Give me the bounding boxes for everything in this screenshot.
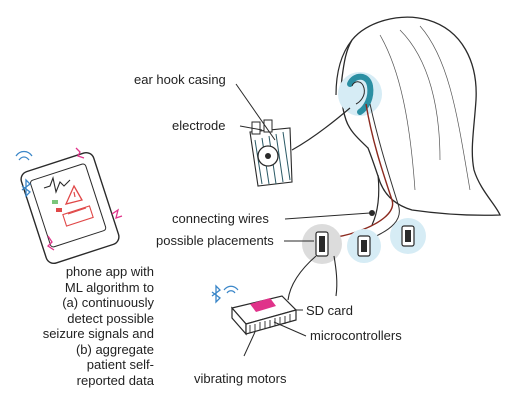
caption-line: (a) continuously <box>62 295 154 310</box>
wifi-icon <box>15 150 33 161</box>
wire-junction-dot <box>369 210 375 216</box>
vibration-squiggle <box>46 235 55 251</box>
caption-line: patient self- <box>86 357 154 372</box>
electrode-label: electrode <box>172 118 226 133</box>
phone-chart-bar <box>56 208 62 212</box>
sd-card-icon <box>250 298 276 312</box>
hair-strand <box>379 34 416 191</box>
ear-hook-icon <box>347 73 374 115</box>
hair-strand <box>419 25 471 191</box>
device-wire <box>287 255 317 301</box>
bluetooth-icon <box>211 284 221 304</box>
device-wire <box>333 255 338 297</box>
electrode-wire <box>291 107 351 151</box>
caption-line: (b) aggregate <box>75 341 154 357</box>
possible-placements-label: possible placements <box>156 233 274 248</box>
caption-line: ML algorithm to <box>64 279 154 295</box>
bluetooth-icon <box>21 178 31 198</box>
face-profile <box>335 39 353 96</box>
ear-outline <box>351 81 365 105</box>
phone <box>20 151 120 265</box>
device-box-front <box>245 309 297 335</box>
phone-chart-bar <box>52 200 58 204</box>
phone-form-box <box>62 205 94 227</box>
device-hatch <box>249 314 291 333</box>
hair-strand <box>399 29 441 161</box>
vibration-squiggle <box>75 147 85 159</box>
head-outline <box>340 16 501 216</box>
caption-line: detect possible <box>67 310 154 326</box>
caption-line: seizure signals and <box>42 326 154 341</box>
connecting-wires-label: connecting wires <box>172 211 269 226</box>
caption-line: reported data <box>76 372 154 388</box>
alert-icon <box>64 184 83 205</box>
caption-line: phone app with <box>65 264 154 279</box>
electrode-patch <box>249 127 293 187</box>
leader-lines <box>235 83 371 357</box>
electrode-center <box>265 153 271 159</box>
placement-module-fill <box>319 230 411 252</box>
vibrating-motors-label: vibrating motors <box>194 371 287 386</box>
vibration-squiggle <box>111 208 123 219</box>
signal-trace <box>43 176 71 194</box>
wifi-icon <box>223 285 239 294</box>
sd-card-label: SD card <box>306 303 353 318</box>
microcontrollers-label: microcontrollers <box>310 328 402 343</box>
neck-outline <box>371 174 380 226</box>
phone-app-caption: phone app with ML algorithm to (a) conti… <box>18 264 154 388</box>
connecting-wire <box>369 103 400 239</box>
ear-hook-casing-label: ear hook casing <box>134 72 226 87</box>
